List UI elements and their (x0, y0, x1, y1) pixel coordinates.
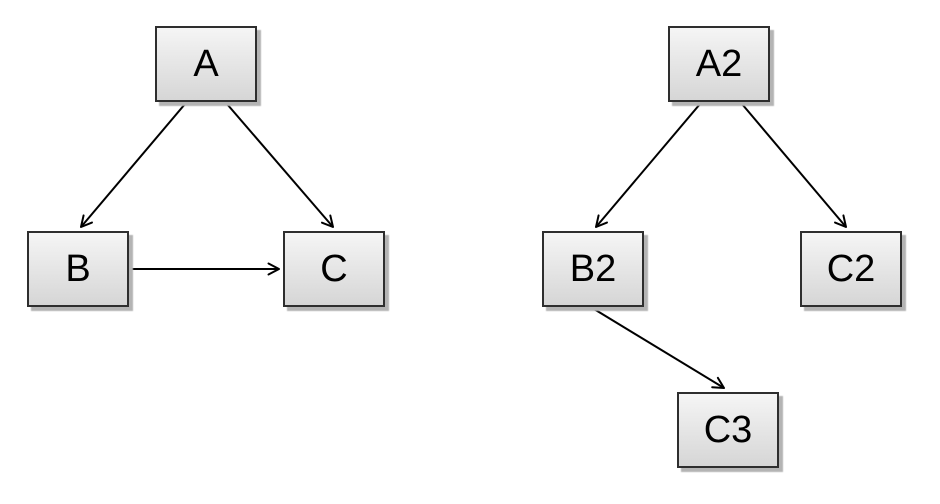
edge-A2-C2[interactable] (741, 103, 847, 228)
edge-A2-B2[interactable] (595, 103, 701, 228)
node-A-label: A (193, 43, 219, 85)
node-C-label: C (320, 248, 348, 290)
edge-B2-C3[interactable] (593, 308, 725, 389)
node-C2-label: C2 (826, 248, 876, 290)
node-A2[interactable]: A2 (668, 26, 770, 102)
node-B2-label: B2 (569, 248, 617, 290)
node-B2[interactable]: B2 (542, 231, 644, 307)
node-A2-label: A2 (695, 43, 743, 85)
node-A[interactable]: A (155, 26, 257, 102)
node-C3[interactable]: C3 (677, 392, 779, 468)
node-C2[interactable]: C2 (800, 231, 902, 307)
edge-A-C[interactable] (226, 103, 334, 228)
node-C[interactable]: C (283, 231, 385, 307)
node-B[interactable]: B (27, 231, 129, 307)
node-C3-label: C3 (703, 409, 753, 451)
node-B-label: B (65, 248, 91, 290)
edge-A-B[interactable] (80, 103, 186, 228)
